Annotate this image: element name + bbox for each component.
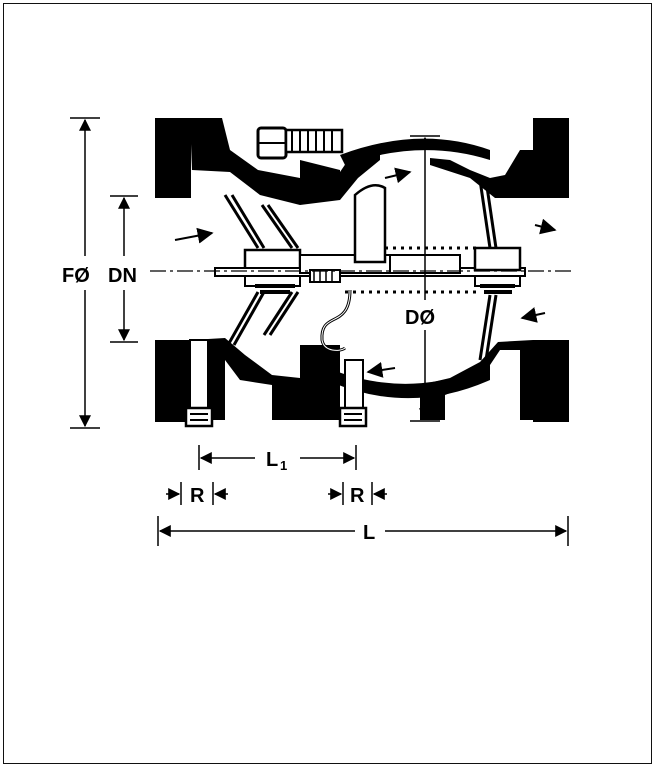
label-length-l1-sub: 1 — [280, 458, 287, 473]
bottom-port-right — [338, 359, 368, 428]
left-vanes — [223, 194, 300, 346]
label-radius-right: R — [350, 485, 365, 507]
valve-body — [300, 138, 490, 420]
dimension-radius-left — [166, 482, 228, 505]
dimension-length-l1 — [198, 445, 357, 470]
dimension-overall-length — [157, 516, 569, 546]
top-plug — [256, 126, 344, 200]
label-length-l1: L — [266, 449, 278, 471]
flow-arrows — [174, 167, 557, 378]
dimension-nominal-diameter — [110, 195, 138, 343]
bottom-port-left — [184, 339, 214, 428]
dimension-flange-diameter — [70, 117, 100, 429]
dimension-radius-right — [328, 482, 387, 505]
label-overall-length: L — [363, 522, 375, 544]
label-nominal-diameter: DN — [108, 265, 137, 287]
shaft-assembly — [214, 183, 526, 352]
right-vanes — [478, 179, 498, 361]
label-radius-left: R — [190, 485, 205, 507]
label-body-diameter: DØ — [405, 307, 435, 329]
label-flange-diameter: FØ — [62, 265, 90, 287]
dimension-body-diameter — [410, 135, 440, 422]
